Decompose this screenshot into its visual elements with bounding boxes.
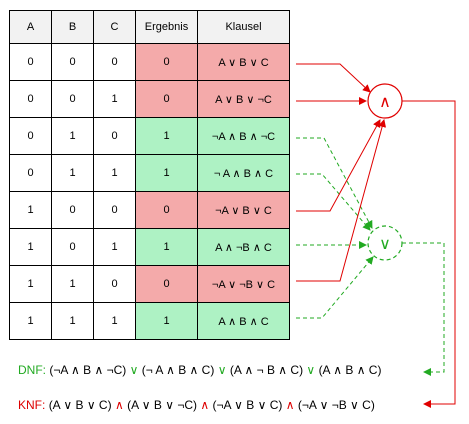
table-header-row: A B C Ergebnis Klausel: [9, 10, 290, 44]
dnf-formula: DNF: (¬A ∧ B ∧ ¬C) ∨ (¬ A ∧ B ∧ C) ∨ (A …: [18, 363, 381, 377]
arrow-to-or: [296, 256, 374, 319]
or-node-symbol: ∨: [379, 236, 391, 253]
cell-ergebnis: 0: [135, 265, 198, 303]
cell-ergebnis: 1: [135, 117, 198, 155]
header-a: A: [9, 10, 52, 44]
cell-klausel: A ∨ B ∨ C: [197, 43, 290, 81]
cell-klausel: A ∧ B ∧ C: [197, 302, 290, 340]
cell-klausel: ¬A ∨ ¬B ∨ C: [197, 265, 290, 303]
dnf-term: (A ∧ B ∧ C): [318, 363, 382, 377]
cell-c: 1: [93, 302, 136, 340]
arrow-to-and: [296, 119, 381, 212]
and-output-arrow: [402, 100, 456, 408]
cell-ergebnis: 1: [135, 302, 198, 340]
dnf-or-operator: ∨: [129, 363, 139, 377]
dnf-term: (¬ A ∧ B ∧ C): [141, 363, 215, 377]
dnf-or-operator: ∨: [306, 363, 316, 377]
cell-klausel: A ∨ B ∨ ¬C: [197, 80, 290, 118]
cell-b: 1: [51, 265, 94, 303]
knf-term: (A ∨ B ∨ ¬C): [127, 398, 197, 412]
and-node-symbol: ∧: [379, 94, 391, 111]
arrow-to-or: [296, 173, 371, 231]
cell-ergebnis: 1: [135, 228, 198, 266]
knf-formula: KNF: (A ∨ B ∨ C) ∧ (A ∨ B ∨ ¬C) ∧ (¬A ∨ …: [18, 398, 375, 412]
header-c: C: [93, 10, 136, 44]
dnf-term: (¬A ∧ B ∧ ¬C): [49, 363, 127, 377]
cell-a: 0: [9, 43, 52, 81]
cell-c: 1: [93, 80, 136, 118]
knf-term: (¬A ∨ ¬B ∨ C): [297, 398, 375, 412]
cell-b: 1: [51, 117, 94, 155]
cell-klausel: ¬ A ∧ B ∧ C: [197, 154, 290, 192]
cell-c: 0: [93, 43, 136, 81]
cell-c: 0: [93, 191, 136, 229]
knf-term: (¬A ∨ B ∨ C): [212, 398, 283, 412]
knf-and-operator: ∧: [285, 398, 295, 412]
cell-klausel: ¬A ∧ B ∧ ¬C: [197, 117, 290, 155]
and-node: ∧: [367, 83, 403, 119]
cell-klausel: A ∧ ¬B ∧ C: [197, 228, 290, 266]
arrow-to-and: [296, 119, 387, 282]
knf-term: (A ∨ B ∨ C): [48, 398, 112, 412]
dnf-term: (A ∧ ¬ B ∧ C): [229, 363, 304, 377]
cell-c: 0: [93, 265, 136, 303]
or-node-circle: [367, 225, 403, 261]
knf-and-operator: ∧: [114, 398, 124, 412]
knf-label: KNF:: [18, 398, 46, 412]
header-klausel: Klausel: [197, 10, 290, 44]
knf-and-operator: ∧: [200, 398, 210, 412]
arrow-to-or: [296, 137, 373, 229]
cell-ergebnis: 0: [135, 43, 198, 81]
cell-ergebnis: 0: [135, 191, 198, 229]
dnf-label: DNF:: [18, 363, 46, 377]
dnf-or-operator: ∨: [217, 363, 227, 377]
cell-klausel: ¬A ∨ B ∨ C: [197, 191, 290, 229]
header-ergebnis: Ergebnis: [135, 10, 198, 44]
or-output-arrow: [402, 242, 445, 376]
and-node-circle: [367, 83, 403, 119]
cell-ergebnis: 1: [135, 154, 198, 192]
cell-ergebnis: 0: [135, 80, 198, 118]
arrow-to-and: [296, 63, 371, 93]
or-node: ∨: [367, 225, 403, 261]
